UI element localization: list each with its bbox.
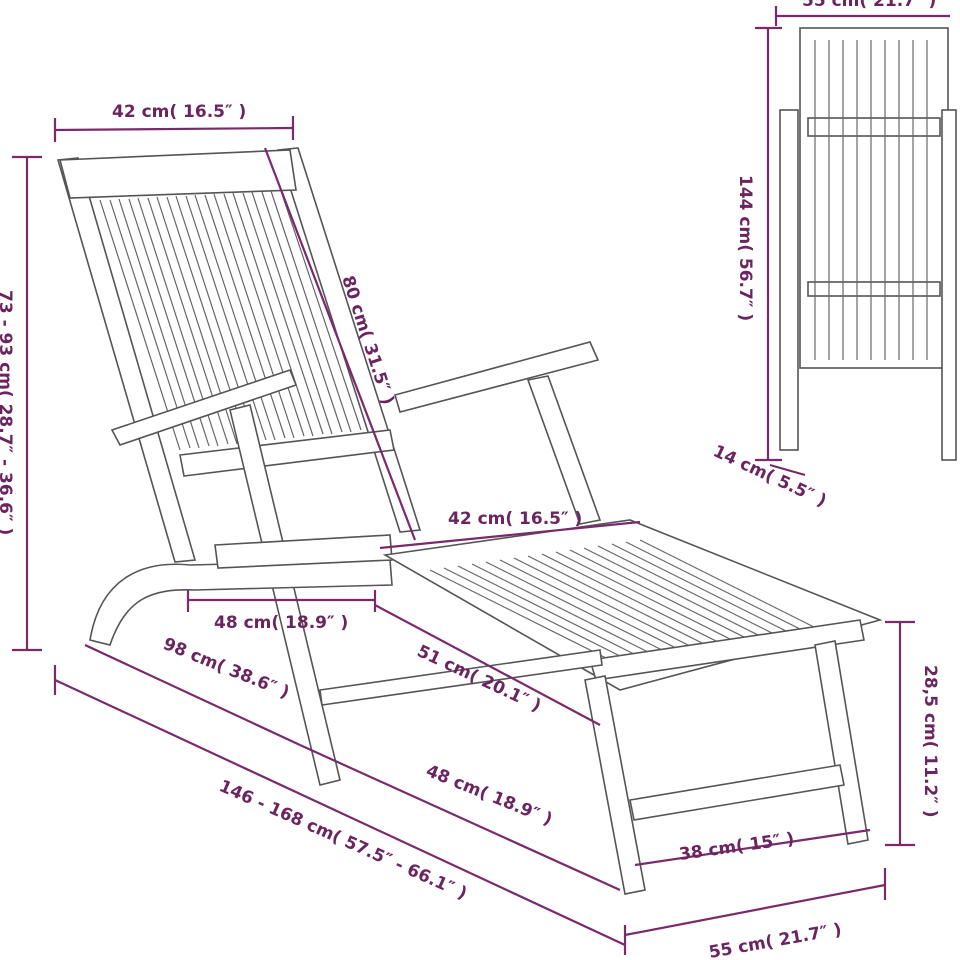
footrest-slat xyxy=(569,549,761,646)
overall-width-label: 55 cm( 21.7″ ) xyxy=(707,920,843,960)
backrest-slat xyxy=(232,192,314,437)
seat-width-label: 42 cm( 16.5″ ) xyxy=(448,509,582,529)
footrest-slat xyxy=(513,557,705,654)
footrest-slat xyxy=(443,567,635,664)
backrest-slat xyxy=(251,191,333,435)
footrest-slat xyxy=(527,555,719,652)
footrest-slat xyxy=(555,551,747,648)
folded-width-label: 55 cm( 21.7″ ) xyxy=(802,0,936,11)
footrest-slat xyxy=(499,559,691,656)
folded-depth-label: 14 cm( 5.5″ ) xyxy=(710,441,829,511)
dimension-lines xyxy=(12,6,950,955)
footrest-slat xyxy=(611,543,803,640)
backrest-slat xyxy=(242,192,324,435)
footrest-slat xyxy=(457,565,649,662)
footrest-slat xyxy=(541,553,733,650)
total-length-label: 146 - 168 cm( 57.5″ - 66.1″ ) xyxy=(216,776,470,904)
footrest-slat xyxy=(597,545,789,642)
footrest-slat xyxy=(639,539,831,636)
frame-length-label: 98 cm( 38.6″ ) xyxy=(160,634,292,703)
height-range-label: 73 - 93 cm( 28.7″ - 36.6″ ) xyxy=(0,290,15,535)
backrest-slat xyxy=(261,191,343,433)
backrest-slat xyxy=(204,194,286,439)
backrest-slat xyxy=(280,190,362,431)
chair-illustration xyxy=(56,147,883,895)
backrest-slat xyxy=(270,190,352,433)
top-width-label: 42 cm( 16.5″ ) xyxy=(112,102,246,122)
footrest-slat xyxy=(625,541,817,638)
footrest-slat xyxy=(429,569,621,666)
backrest-slat xyxy=(194,194,276,441)
leg-length-label: 48 cm( 18.9″ ) xyxy=(423,761,555,830)
backrest-slat xyxy=(213,193,295,439)
foot-height-label: 28,5 cm( 11.2″ ) xyxy=(920,665,940,818)
backrest-slat xyxy=(223,193,305,437)
footrest-slat xyxy=(471,563,663,660)
footrest-slat xyxy=(485,561,677,658)
backrest-slat xyxy=(109,199,191,449)
backrest-slat xyxy=(99,199,181,451)
footrest-slat xyxy=(583,547,775,644)
folded-length-label: 144 cm( 56.7″ ) xyxy=(735,175,755,321)
seat-depth-label: 48 cm( 18.9″ ) xyxy=(214,613,348,633)
folded-chair-illustration xyxy=(779,27,957,461)
foot-width-label: 38 cm( 15″ ) xyxy=(678,829,796,865)
